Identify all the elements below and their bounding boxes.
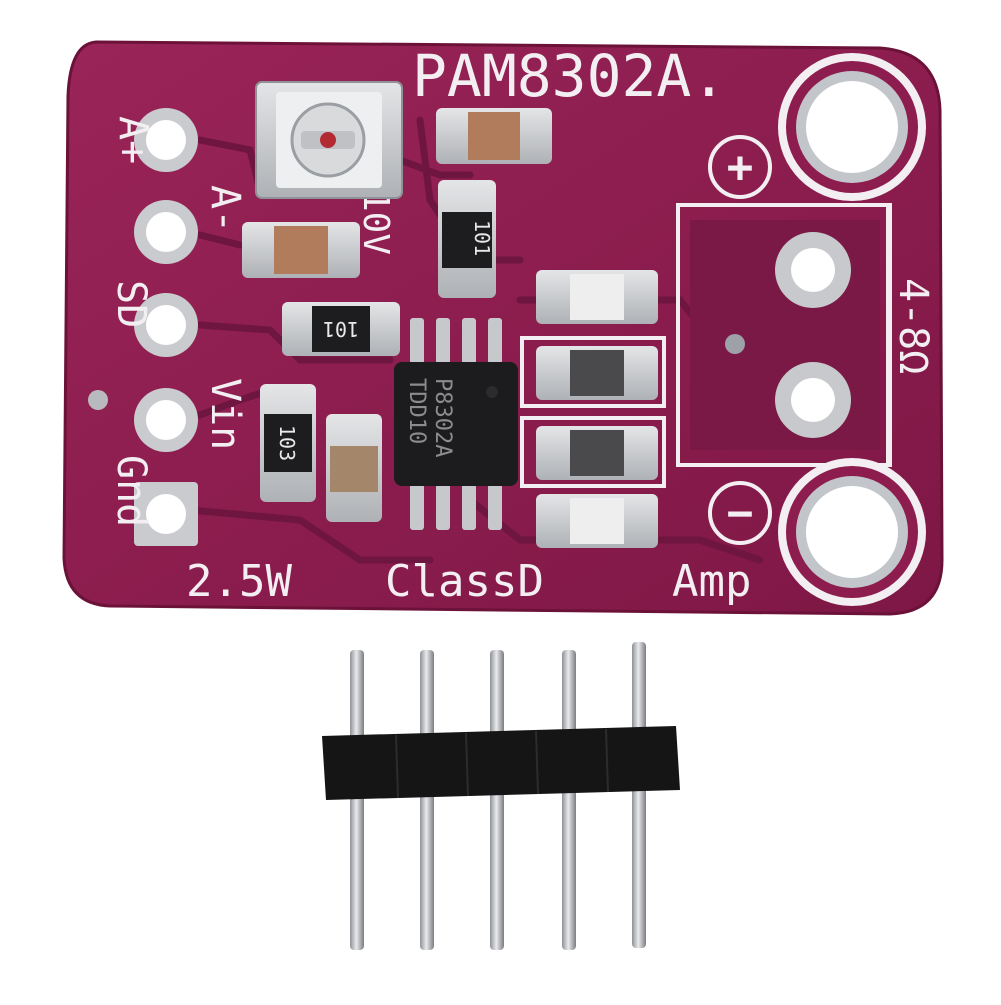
resistor-b-code: 101 <box>323 317 359 341</box>
header-pin-4 <box>562 650 576 950</box>
footer-power-label: 2.5W <box>186 556 292 607</box>
speaker-terminal-outline <box>520 203 892 488</box>
header-pin-3 <box>490 650 504 950</box>
smd-cap-right-2 <box>536 346 658 400</box>
chip-name-label: PAM8302A. <box>412 42 726 110</box>
minus-symbol: − <box>727 488 754 539</box>
smd-cap-right-1 <box>536 270 658 324</box>
pin-header <box>322 642 680 950</box>
smd-cap-right-4 <box>536 494 658 548</box>
smd-cap-right-3 <box>536 426 658 480</box>
pin-label-gnd: Gnd <box>108 455 154 527</box>
minus-circle <box>708 481 772 545</box>
pin-pads <box>88 108 198 546</box>
mounting-hole-top <box>778 53 926 201</box>
header-pin-2 <box>420 650 434 950</box>
speaker-hole-negative <box>775 362 851 438</box>
ic-marking-line1: P8302A <box>430 378 455 457</box>
ic-marking-line2: TDD10 <box>404 378 429 444</box>
pin-label-a-minus: A- <box>202 185 248 233</box>
plus-symbol: + <box>727 142 754 193</box>
plus-circle <box>708 135 772 199</box>
amplifier-ic: P8302A TDD10 <box>394 318 518 530</box>
resistor-vertical: 101 <box>438 180 496 298</box>
resistor-left-bottom: 103 <box>260 384 316 502</box>
capacitor-top <box>436 108 552 164</box>
pin-label-vin: Vin <box>202 378 248 450</box>
via-small <box>725 334 745 354</box>
resistor-c-code: 103 <box>275 425 299 461</box>
potentiometer <box>255 81 403 199</box>
footer-class-label: ClassD <box>385 556 544 607</box>
speaker-impedance-label: 4-8Ω <box>890 278 936 374</box>
resistor-a-code: 101 <box>470 220 494 256</box>
pin-label-a-plus: A+ <box>110 116 156 164</box>
capacitor-bottom <box>326 414 382 522</box>
header-pin-1 <box>350 650 364 950</box>
pin-labels: A+ A- SD Vin Gnd <box>108 116 248 527</box>
footer-type-label: Amp <box>672 556 751 607</box>
mounting-hole-bottom <box>778 458 926 606</box>
header-plastic-strip <box>322 726 680 800</box>
resistor-horizontal: 101 <box>282 302 400 356</box>
gain-label: 10V <box>355 190 396 255</box>
speaker-hole-positive <box>775 232 851 308</box>
pin-label-sd: SD <box>108 280 154 328</box>
capacitor-left <box>242 222 360 278</box>
header-pin-5 <box>632 642 646 948</box>
